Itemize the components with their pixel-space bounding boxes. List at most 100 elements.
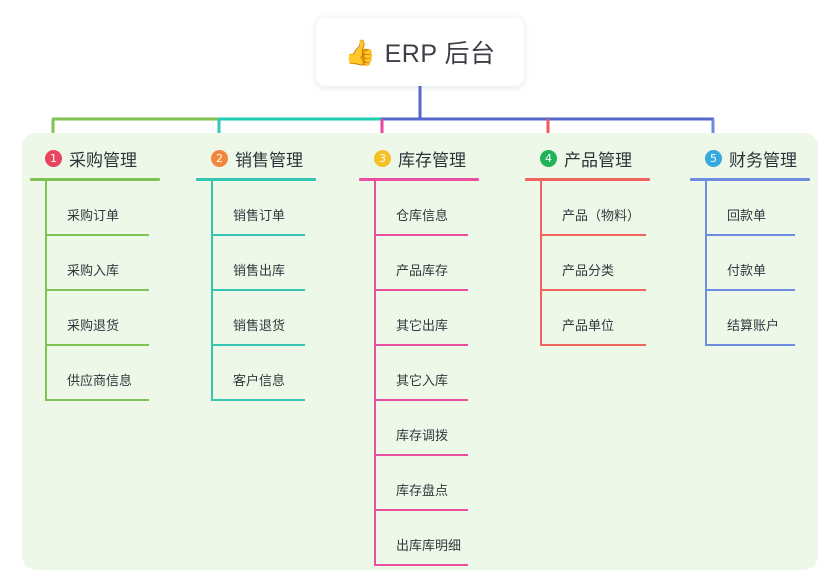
branch-item-rule (540, 289, 646, 291)
branch-item-rule (211, 344, 305, 346)
branch-item-label: 采购入库 (67, 263, 120, 278)
branch-item-label: 产品库存 (396, 263, 449, 278)
branch-item[interactable]: 采购订单 (45, 181, 160, 236)
branch-item-label: 采购退货 (67, 318, 120, 333)
branch-item-rule (374, 234, 468, 236)
branch-number-badge: 5 (705, 149, 722, 167)
branch-item[interactable]: 产品分类 (540, 236, 650, 291)
branch-item-rule (45, 289, 149, 291)
branch-item-label: 付款单 (727, 263, 767, 278)
root-node-erp-backend[interactable]: 👍 ERP 后台 (316, 18, 524, 86)
branch-item-list: 回款单付款单结算账户 (690, 181, 810, 346)
branch-item-list: 产品（物料） 产品分类产品单位 (525, 181, 650, 346)
branch-item[interactable]: 产品（物料） (540, 181, 650, 236)
branch-item[interactable]: 仓库信息 (374, 181, 479, 236)
branch-item-label: 产品（物料） (562, 208, 641, 223)
branch-item-rule (705, 344, 795, 346)
branches-panel (22, 133, 818, 570)
branch-item[interactable]: 采购入库 (45, 236, 160, 291)
branch-item-rule (540, 344, 646, 346)
branch-number-badge: 4 (540, 149, 557, 167)
branch-item[interactable]: 出库库明细 (374, 511, 479, 566)
branch-item-label: 库存调拨 (396, 428, 449, 443)
thumbs-up-icon: 👍 (344, 38, 376, 67)
branch-item-rule (374, 289, 468, 291)
branch-column-4: 4 产品管理产品（物料） 产品分类产品单位 (525, 145, 650, 346)
branch-column-3: 3 库存管理仓库信息产品库存其它出库其它入库库存调拨库存盘点出库库明细 (359, 145, 479, 566)
branch-item[interactable]: 供应商信息 (45, 346, 160, 401)
branch-spine (540, 181, 542, 346)
branch-header-3[interactable]: 3 库存管理 (359, 145, 479, 171)
branch-item-label: 客户信息 (233, 373, 286, 388)
branch-header-rule (196, 178, 316, 181)
branch-item-rule (374, 344, 468, 346)
branch-item[interactable]: 产品库存 (374, 236, 479, 291)
branch-number-badge: 2 (211, 149, 228, 167)
branch-spine (374, 181, 376, 566)
branch-item[interactable]: 销售退货 (211, 291, 316, 346)
branch-spine (705, 181, 707, 346)
branch-item[interactable]: 采购退货 (45, 291, 160, 346)
branch-item-rule (45, 344, 149, 346)
branch-item-label: 库存盘点 (396, 483, 449, 498)
branch-item-rule (45, 234, 149, 236)
branch-item-rule (374, 564, 468, 566)
branch-item-label: 仓库信息 (396, 208, 449, 223)
branch-item[interactable]: 其它入库 (374, 346, 479, 401)
branch-item[interactable]: 付款单 (705, 236, 810, 291)
branch-item[interactable]: 销售出库 (211, 236, 316, 291)
branch-item-list: 采购订单采购入库采购退货供应商信息 (30, 181, 160, 401)
branch-item-rule (374, 399, 468, 401)
branch-item-label: 其它入库 (396, 373, 449, 388)
branch-item-label: 其它出库 (396, 318, 449, 333)
branch-item-rule (211, 399, 305, 401)
root-node-title: ERP 后台 (384, 40, 496, 68)
branch-item[interactable]: 客户信息 (211, 346, 316, 401)
branch-item-label: 结算账户 (727, 318, 780, 333)
branch-title: 采购管理 (69, 150, 137, 170)
branch-title: 产品管理 (564, 150, 632, 170)
branch-item[interactable]: 回款单 (705, 181, 810, 236)
branch-item-list: 仓库信息产品库存其它出库其它入库库存调拨库存盘点出库库明细 (359, 181, 479, 566)
branch-header-rule (525, 178, 650, 181)
branch-item-rule (374, 454, 468, 456)
branch-title: 销售管理 (235, 150, 303, 170)
branch-header-2[interactable]: 2 销售管理 (196, 145, 316, 171)
branch-item-label: 回款单 (727, 208, 767, 223)
branch-item-label: 采购订单 (67, 208, 120, 223)
branch-item-label: 产品分类 (562, 263, 615, 278)
branch-item-rule (374, 509, 468, 511)
branch-number-badge: 1 (45, 149, 62, 167)
branch-item-rule (45, 399, 149, 401)
branch-header-rule (359, 178, 479, 181)
branch-item-rule (705, 289, 795, 291)
branch-item[interactable]: 销售订单 (211, 181, 316, 236)
branch-item-rule (211, 289, 305, 291)
branch-item-list: 销售订单销售出库销售退货客户信息 (196, 181, 316, 401)
branch-item[interactable]: 库存调拨 (374, 401, 479, 456)
branch-item-label: 出库库明细 (396, 538, 462, 553)
branch-item-label: 销售退货 (233, 318, 286, 333)
branch-spine (45, 181, 47, 401)
branch-item-rule (211, 234, 305, 236)
branch-item-rule (540, 234, 646, 236)
branch-item-rule (705, 234, 795, 236)
branch-header-1[interactable]: 1 采购管理 (30, 145, 160, 171)
branch-column-2: 2 销售管理销售订单销售出库销售退货客户信息 (196, 145, 316, 401)
branch-item[interactable]: 产品单位 (540, 291, 650, 346)
branch-item[interactable]: 其它出库 (374, 291, 479, 346)
branch-item[interactable]: 结算账户 (705, 291, 810, 346)
branch-title: 库存管理 (398, 150, 466, 170)
branch-item-label: 销售出库 (233, 263, 286, 278)
branch-spine (211, 181, 213, 401)
branch-item[interactable]: 库存盘点 (374, 456, 479, 511)
branch-item-label: 供应商信息 (67, 373, 133, 388)
branch-number-badge: 3 (374, 149, 391, 167)
branch-header-rule (30, 178, 160, 181)
branch-item-label: 销售订单 (233, 208, 286, 223)
branch-header-rule (690, 178, 810, 181)
branch-header-4[interactable]: 4 产品管理 (525, 145, 650, 171)
